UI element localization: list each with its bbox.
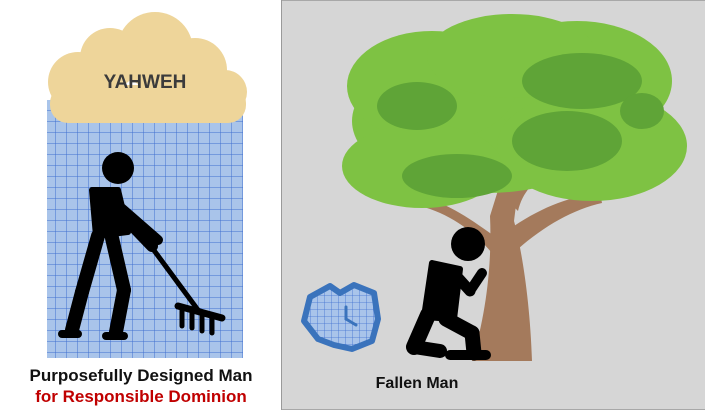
tree-foliage-shading [377,53,664,198]
cloud-icon [48,12,247,123]
right-panel: Fallen Man [282,0,705,410]
broken-grid-icon [301,282,381,352]
left-caption-line1: Purposefully Designed Man [29,366,253,385]
right-illustration [301,14,687,361]
cloud-label: YAHWEH [103,72,187,93]
working-man-icon [58,152,226,340]
left-caption-line2: for Responsible Dominion [35,387,247,406]
right-caption: Fallen Man [375,375,459,392]
left-panel: YAHWEH Purposefully Designed Man for Res… [0,0,282,410]
left-illustration [47,12,247,358]
kneeling-man-icon [406,227,491,361]
